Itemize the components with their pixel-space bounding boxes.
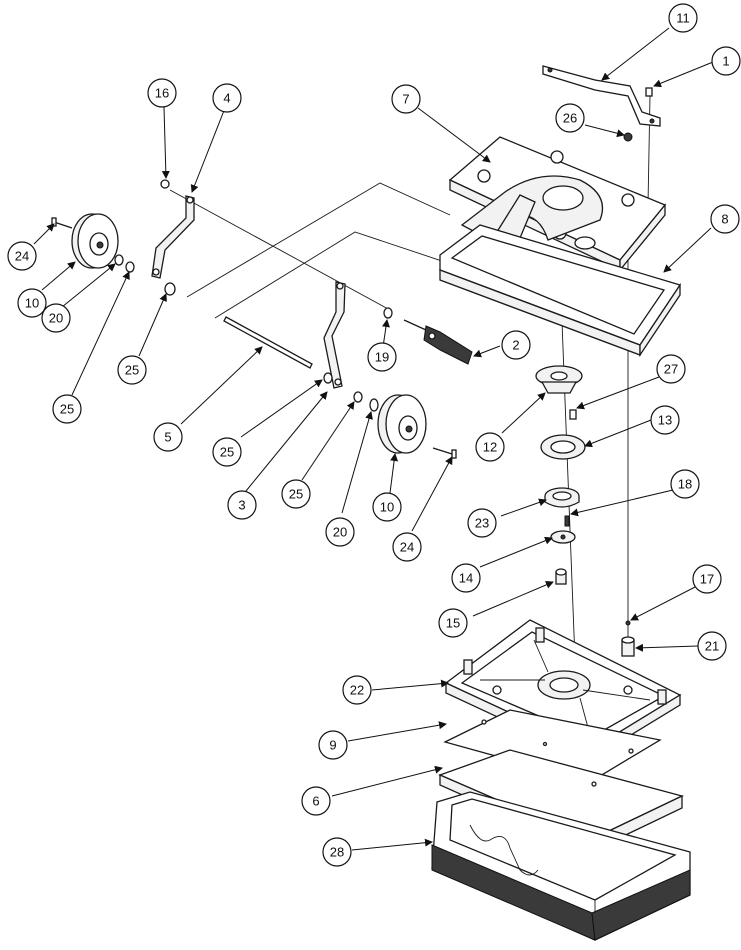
callout-5: 5 [153, 422, 183, 452]
part-wheel-right [377, 394, 427, 454]
part-nut-19 [383, 307, 393, 319]
callout-25-d: 25 [281, 479, 311, 509]
leader-lines [33, 27, 714, 851]
callout-label: 14 [459, 571, 473, 586]
callout-label: 12 [483, 440, 497, 455]
callout-7: 7 [391, 84, 421, 114]
callout-label: 13 [658, 413, 672, 428]
callout-1: 1 [711, 46, 741, 76]
callout-25-a: 25 [117, 355, 147, 385]
callout-20-left: 20 [41, 303, 71, 333]
callout-label: 25 [289, 487, 303, 502]
callout-label: 21 [705, 639, 719, 654]
callout-15: 15 [438, 608, 468, 638]
callout-label: 19 [375, 350, 389, 365]
callout-label: 2 [512, 338, 519, 353]
callout-label: 22 [350, 683, 364, 698]
part-washers-left [114, 254, 135, 273]
part-axle-bolt-right [432, 447, 457, 459]
part-arm-right [323, 281, 346, 389]
callout-3: 3 [227, 490, 257, 520]
callout-9: 9 [318, 730, 348, 760]
callout-label: 9 [329, 738, 336, 753]
part-ring [540, 434, 586, 460]
part-nut-16 [160, 179, 170, 189]
part-wheel-left [71, 213, 119, 269]
callout-label: 25 [220, 445, 234, 460]
callout-label: 10 [380, 500, 394, 515]
part-washers-right [353, 391, 379, 412]
callout-label: 11 [676, 11, 690, 26]
callout-14: 14 [451, 563, 481, 593]
callout-22: 22 [342, 675, 372, 705]
callout-20-right: 20 [325, 517, 355, 547]
callout-label: 6 [312, 794, 319, 809]
callout-label: 3 [238, 498, 245, 513]
callout-8: 8 [710, 204, 740, 234]
callout-label: 7 [402, 92, 409, 107]
callout-label: 8 [721, 212, 728, 227]
part-spacer [621, 636, 635, 657]
part-nut-26 [623, 132, 633, 142]
callout-label: 10 [25, 296, 39, 311]
callout-27: 27 [656, 354, 686, 384]
part-top-plate [448, 136, 667, 272]
callout-28: 28 [322, 837, 352, 867]
callout-label: 5 [164, 430, 171, 445]
callout-label: 27 [664, 362, 678, 377]
part-lever [403, 319, 473, 365]
part-pin-17 [625, 620, 631, 626]
callout-2: 2 [501, 330, 531, 360]
part-handle-bar [542, 65, 661, 127]
callout-10-left: 10 [17, 288, 47, 318]
callout-23: 23 [467, 508, 497, 538]
part-brush-housing [431, 791, 691, 941]
callout-label: 25 [60, 402, 74, 417]
part-bearing [544, 487, 580, 508]
callout-label: 20 [333, 525, 347, 540]
part-washer-14 [550, 530, 576, 544]
callout-label: 24 [15, 249, 29, 264]
callout-21: 21 [697, 631, 727, 661]
callout-label: 28 [330, 845, 344, 860]
callout-label: 20 [49, 311, 63, 326]
part-cup [535, 365, 583, 394]
part-axle-bolt-left [51, 217, 73, 229]
part-axle-rod [223, 316, 313, 369]
callout-label: 4 [223, 91, 230, 106]
callout-label: 16 [155, 86, 169, 101]
callout-label: 25 [125, 363, 139, 378]
callout-26: 26 [555, 103, 585, 133]
part-stud [555, 568, 567, 585]
callout-25-c: 25 [212, 437, 242, 467]
callout-label: 18 [678, 477, 692, 492]
callout-label: 24 [400, 540, 414, 555]
callout-25-b: 25 [52, 394, 82, 424]
callout-13: 13 [650, 405, 680, 435]
part-gasket-frame [439, 224, 682, 358]
callout-label: 1 [722, 54, 729, 69]
part-arm-left [151, 195, 195, 296]
callout-label: 17 [700, 572, 714, 587]
callout-19: 19 [367, 342, 397, 372]
callout-label: 15 [446, 616, 460, 631]
part-screw-27 [569, 409, 577, 420]
callout-24-right: 24 [392, 532, 422, 562]
callout-label: 23 [475, 516, 489, 531]
callout-10-right: 10 [372, 492, 402, 522]
part-pin-18 [564, 515, 570, 527]
callout-16: 16 [147, 78, 177, 108]
callout-4: 4 [212, 83, 242, 113]
part-screw-1 [645, 87, 653, 97]
callout-24-left: 24 [7, 241, 37, 271]
callout-6: 6 [301, 786, 331, 816]
callout-18: 18 [670, 469, 700, 499]
callout-label: 26 [563, 111, 577, 126]
callout-11: 11 [668, 3, 698, 33]
callout-12: 12 [475, 432, 505, 462]
callout-17: 17 [692, 564, 722, 594]
